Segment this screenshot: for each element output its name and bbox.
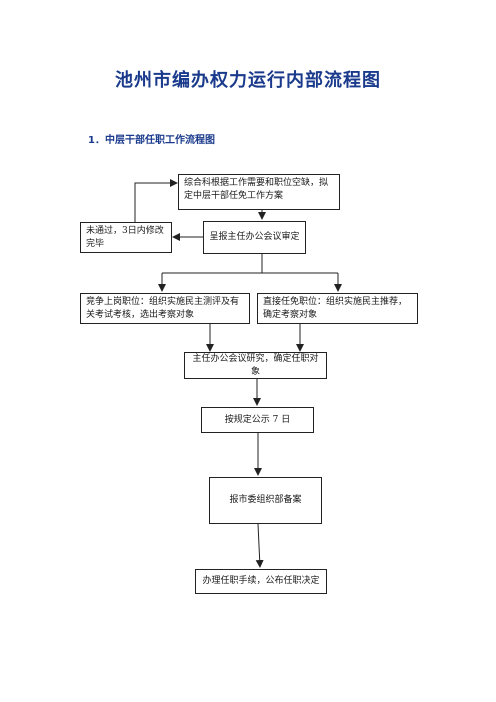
arrow-revise-to-plan [134, 179, 178, 222]
step-submit-box: 呈报主任办公会议审定 [203, 221, 306, 254]
section-title: 1．中层干部任职工作流程图 [88, 135, 215, 146]
step-publicity-box: 按规定公示 7 日 [201, 407, 314, 433]
step-direct-box: 直接任免职位：组织实施民主推荐，确定考察对象 [257, 293, 418, 324]
step-revise-box: 未通过，3日内修改完毕 [80, 222, 172, 253]
step-meeting-box: 主任办公会议研究，确定任职对象 [184, 352, 327, 379]
arrow-filing-to-issue [255, 523, 264, 568]
step-issue-box: 办理任职手续，公布任职决定 [195, 569, 327, 594]
step-plan-box: 综合科根据工作需要和职位空缺，拟定中层干部任免工作方案 [178, 174, 340, 210]
document-title: 池州市编办权力运行内部流程图 [115, 70, 381, 91]
step-compete-box: 竞争上岗职位：组织实施民主测评及有关考试考核，选出考察对象 [80, 293, 250, 324]
step-filing-box: 报市委组织部备案 [209, 477, 322, 524]
